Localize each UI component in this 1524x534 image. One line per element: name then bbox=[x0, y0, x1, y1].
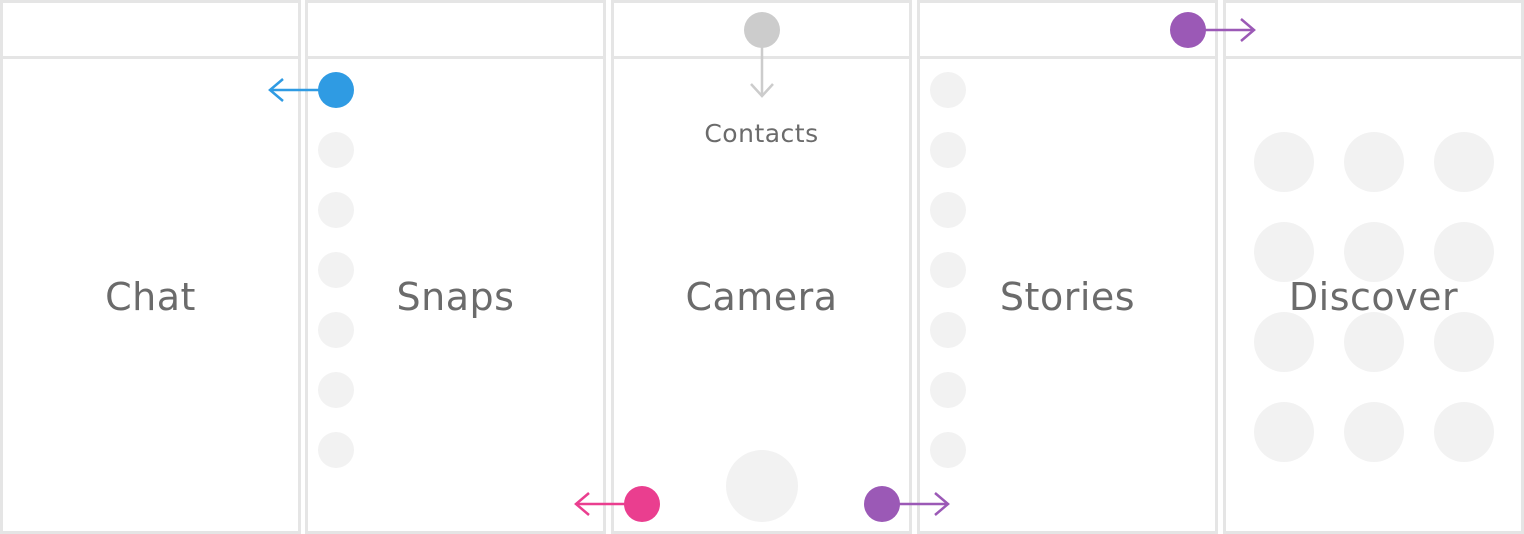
discover-tile bbox=[1434, 132, 1494, 192]
story-avatar bbox=[930, 252, 966, 288]
discover-tile bbox=[1254, 222, 1314, 282]
discover-tile bbox=[1434, 222, 1494, 282]
story-avatar bbox=[930, 312, 966, 348]
discover-tile bbox=[1254, 132, 1314, 192]
story-avatar bbox=[930, 372, 966, 408]
snap-avatar bbox=[318, 432, 354, 468]
discover-tile bbox=[1344, 312, 1404, 372]
discover-header bbox=[1226, 3, 1521, 59]
snap-avatar bbox=[318, 132, 354, 168]
stories-panel: Stories bbox=[917, 0, 1218, 534]
story-avatar bbox=[930, 432, 966, 468]
snap-avatar bbox=[318, 312, 354, 348]
camera-label: Camera bbox=[685, 275, 838, 319]
snaps-panel: Snaps bbox=[305, 0, 606, 534]
chat-panel: Chat bbox=[0, 0, 301, 534]
discover-tile bbox=[1254, 312, 1314, 372]
chat-header bbox=[3, 3, 298, 59]
snap-avatar bbox=[318, 252, 354, 288]
story-avatar bbox=[930, 132, 966, 168]
discover-tile bbox=[1344, 402, 1404, 462]
contacts-label: Contacts bbox=[704, 119, 819, 148]
discover-label: Discover bbox=[1288, 275, 1459, 319]
chat-label: Chat bbox=[105, 275, 196, 319]
snap-avatar bbox=[318, 372, 354, 408]
shutter-button[interactable] bbox=[726, 450, 798, 522]
stories-header bbox=[920, 3, 1215, 59]
discover-panel: Discover bbox=[1223, 0, 1524, 534]
snap-avatar bbox=[318, 192, 354, 228]
story-avatar bbox=[930, 192, 966, 228]
stories-label: Stories bbox=[999, 275, 1136, 319]
discover-tile bbox=[1434, 402, 1494, 462]
snaps-header bbox=[308, 3, 603, 59]
discover-tile bbox=[1254, 402, 1314, 462]
discover-tile bbox=[1344, 222, 1404, 282]
camera-panel: Contacts Camera bbox=[611, 0, 912, 534]
discover-tile bbox=[1344, 132, 1404, 192]
camera-header bbox=[614, 3, 909, 59]
discover-tile bbox=[1434, 312, 1494, 372]
snaps-label: Snaps bbox=[396, 275, 515, 319]
story-avatar bbox=[930, 72, 966, 108]
